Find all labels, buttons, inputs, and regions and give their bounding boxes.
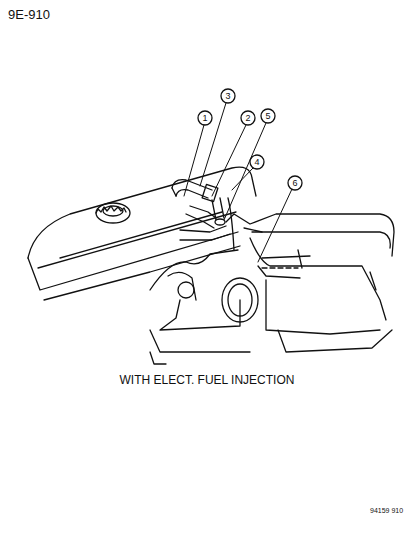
air-cleaner bbox=[226, 214, 394, 352]
callout-number: 4 bbox=[254, 158, 259, 167]
air-tube bbox=[228, 198, 262, 250]
callout-number: 3 bbox=[225, 92, 230, 101]
pcv-hose bbox=[172, 180, 230, 240]
timing-cover bbox=[150, 250, 250, 364]
drawing-code: 94159 910 bbox=[370, 507, 403, 514]
callout-number: 6 bbox=[292, 179, 297, 188]
callout-circles bbox=[198, 89, 302, 190]
callout-number: 5 bbox=[265, 112, 270, 121]
valve-cover bbox=[28, 167, 256, 300]
pulley bbox=[222, 278, 258, 322]
caption-text: WITH ELECT. FUEL INJECTION bbox=[120, 374, 295, 386]
leader-lines bbox=[184, 103, 292, 262]
figure-number: 9E-910 bbox=[8, 8, 50, 21]
callout-number: 1 bbox=[202, 114, 207, 123]
callout-number: 2 bbox=[245, 114, 250, 123]
oil-filler-cap bbox=[96, 203, 130, 223]
